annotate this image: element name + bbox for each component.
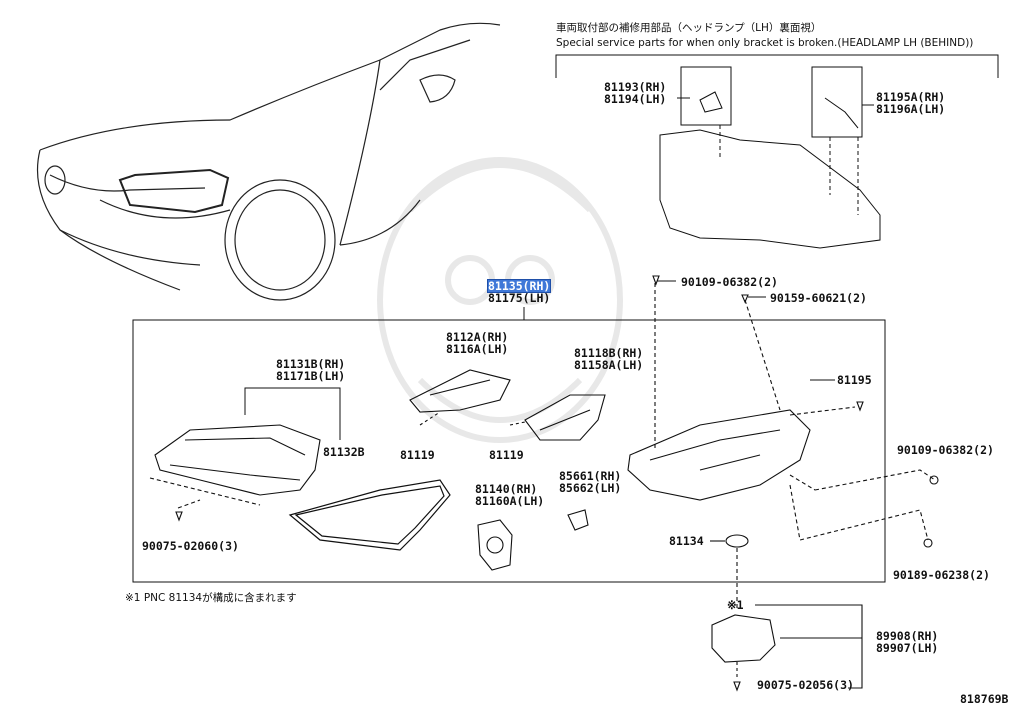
part-label-85661[interactable]: 85661(RH) 85662(LH) [559,469,622,495]
part-label-8112A[interactable]: 8112A(RH) 8116A(LH) [446,330,509,356]
star-marker: ※1 [727,598,744,612]
leader-lines [657,280,835,381]
part-label-90189[interactable]: 90189-06238(2) [893,568,990,582]
part-label-81119-right[interactable]: 81119 [489,448,524,462]
part-label-81195A[interactable]: 81195A(RH) 81196A(LH) [876,90,946,116]
part-label-90075-02056[interactable]: 90075-02056(3) [757,678,854,692]
part-label-81134[interactable]: 81134 [669,534,704,548]
footnote: ※1 PNC 81134が構成に含まれます [125,592,297,604]
watermark-emblem [377,157,623,443]
headlamp-housing [149,424,321,522]
socket-85661 [567,509,589,531]
service-parts-bracket [555,54,999,249]
part-label-81119-left[interactable]: 81119 [400,448,435,462]
rear-housing [627,275,939,548]
part-label-89908[interactable]: 89908(RH) 89907(LH) [876,629,939,655]
part-label-81132B[interactable]: 81132B [323,445,365,459]
part-label-81140[interactable]: 81140(RH) 81160A(LH) [475,482,545,508]
header-jp: 車両取付部の補修用部品（ヘッドランプ（LH）裏面視） [556,22,822,34]
bracket-81118B [509,394,606,441]
highlighted-part-81135[interactable]: 81135(RH) [486,279,552,293]
part-label-90075-02060[interactable]: 90075-02060(3) [142,539,239,553]
part-label-81135[interactable]: 81135(RH) 81175(LH) [486,279,552,305]
part-label-90109-side[interactable]: 90109-06382(2) [897,443,994,457]
diagram-code: 818769B [960,692,1009,706]
seal-gasket [288,479,451,551]
bracket-8112A [409,369,511,426]
header-en: Special service parts for when only brac… [556,37,974,49]
part-label-81118B[interactable]: 81118B(RH) 81158A(LH) [574,346,644,372]
part-label-81131B[interactable]: 81131B(RH) 81171B(LH) [276,357,346,383]
part-label-90109-top[interactable]: 90109-06382(2) [681,275,778,289]
bezel-81140 [477,519,513,571]
control-unit [710,534,863,692]
part-label-81193[interactable]: 81193(RH) 81194(LH) [604,80,667,106]
part-label-90159[interactable]: 90159-60621(2) [770,291,867,305]
vehicle-outline [36,22,501,301]
part-label-81195[interactable]: 81195 [837,373,872,387]
main-assembly-box [132,307,886,583]
